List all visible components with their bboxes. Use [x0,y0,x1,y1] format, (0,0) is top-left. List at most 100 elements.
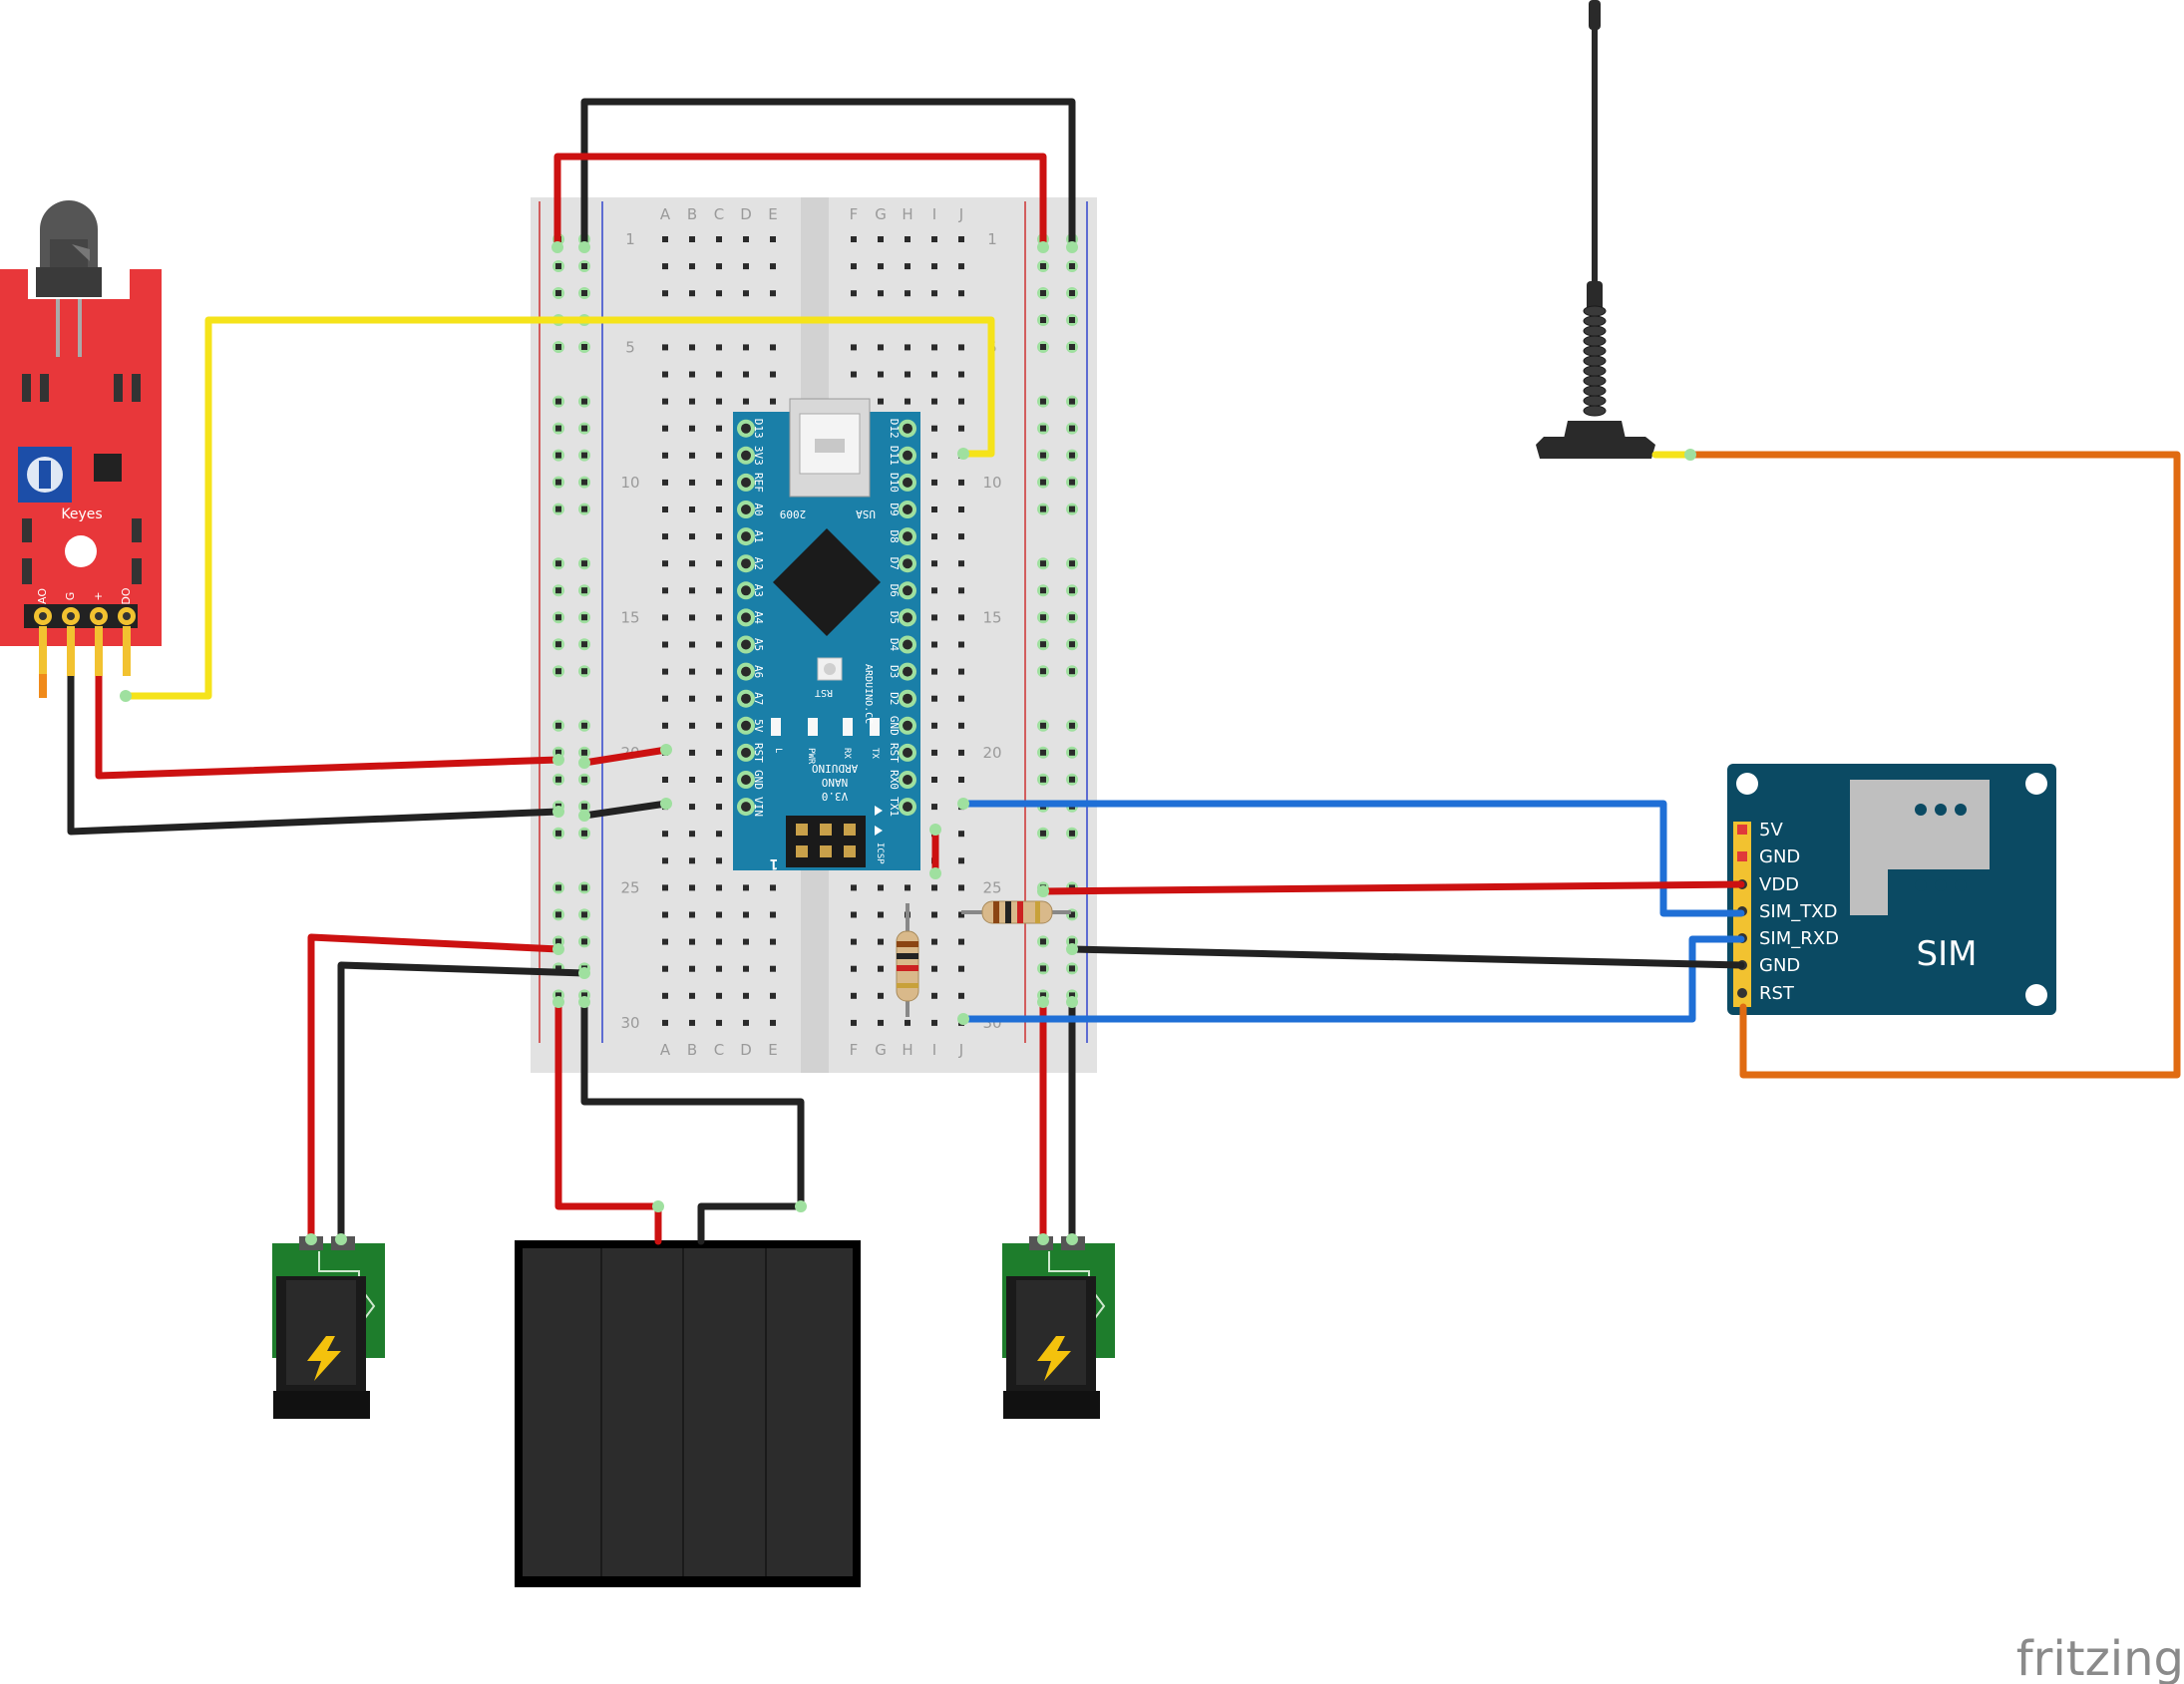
breadboard-hole [662,992,668,999]
sensor-header-pin-hole [67,612,75,620]
breadboard-hole [689,236,695,242]
breadboard-hole [878,965,884,972]
gsm-mount-hole-3 [2025,984,2047,1006]
breadboard-hole [716,695,722,702]
wire-end-marker [1037,885,1049,897]
breadboard-hole [689,777,695,783]
wire-end-marker [578,757,590,769]
reset-button-cap[interactable] [824,663,836,675]
breadboard-hole [905,371,910,378]
arduino-pin-hole [741,693,751,704]
breadboard-hole [689,668,695,675]
breadboard-hole [931,911,937,918]
rail-hole [581,398,587,405]
antenna-rod [1592,28,1598,282]
sim-contacts [1915,804,1967,891]
rail-hole [555,668,561,675]
breadboard-hole [770,911,776,918]
breadboard-hole [931,695,937,702]
breadboard-hole [743,911,749,918]
dc-jack-right-front [1003,1391,1100,1419]
usb-socket [815,439,845,453]
breadboard-hole [851,344,857,351]
breadboard-hole [716,911,722,918]
wire-jack-left-red [307,933,562,1243]
breadboard-hole [878,371,884,378]
sim-contact [1935,804,1947,816]
breadboard-hole [958,344,964,351]
breadboard-hole [958,857,964,864]
rail-hole [581,722,587,729]
breadboard-hole [662,857,668,864]
fritzing-watermark: fritzing [2016,1631,2184,1684]
breadboard-hole [931,398,937,405]
rail-hole [555,398,561,405]
icsp-pin [796,845,808,857]
rail-hole [1040,344,1046,350]
breadboard-hole [958,641,964,648]
breadboard-hole [770,398,776,405]
breadboard-hole [878,398,884,405]
breadboard-hole [770,884,776,891]
rail-hole [1040,668,1046,675]
breadboard-column-label: B [687,1041,697,1059]
arduino-pin-hole [741,747,751,758]
breadboard-hole [958,722,964,729]
breadboard-hole [662,965,668,972]
rail-hole [1069,317,1075,323]
rail-hole [581,884,587,891]
arduino-left-pin-label: A1 [752,529,765,542]
breadboard-hole [716,533,722,540]
breadboard-hole [931,614,937,621]
wire-end-marker [1066,1233,1078,1245]
breadboard-hole [689,965,695,972]
breadboard-hole [958,398,964,405]
breadboard-hole [931,290,937,297]
breadboard-hole [931,1019,937,1026]
wire-top-black [580,98,1076,251]
breadboard-hole [716,884,722,891]
resistor-vertical-band-2 [897,953,918,959]
solar-panel [515,1240,861,1587]
breadboard-hole [743,344,749,351]
rail-hole [555,290,561,296]
rail-hole [555,911,561,918]
rail-hole [581,776,587,783]
breadboard-hole [743,290,749,297]
breadboard-hole [716,425,722,432]
breadboard-hole [689,263,695,270]
rail-hole [1040,938,1046,945]
arduino-pin1-label: 1 [770,855,778,871]
arduino-pin-hole [903,693,912,704]
icsp-pin [844,824,856,836]
sim-contact [1915,804,1927,816]
breadboard-hole [958,884,964,891]
arduino-pin-hole [741,505,751,514]
breadboard-column-label: H [902,205,912,223]
breadboard-hole [958,749,964,756]
dc-jack-right [1002,1236,1115,1419]
wire-end-marker [578,241,590,253]
breadboard-hole [958,560,964,567]
arduino-pin-hole [903,450,912,461]
rail-hole [581,749,587,756]
antenna-neck [1564,421,1626,439]
breadboard-hole [716,938,722,945]
gsm-pin [1737,851,1747,861]
breadboard-hole [931,884,937,891]
rail-hole [1040,641,1046,648]
antenna-coil-turn [1583,335,1607,347]
rail-hole [1040,479,1046,486]
rail-hole [1040,452,1046,459]
potentiometer-slot[interactable] [39,461,51,489]
rail-hole [555,992,561,999]
dc-jack-left-front [273,1391,370,1419]
sensor-lead-ao-tip [39,674,47,698]
arduino-pin-hole [741,477,751,488]
rail-hole [555,830,561,837]
sensor-header-pin-hole [95,612,103,620]
breadboard-row-number: 25 [620,878,639,896]
